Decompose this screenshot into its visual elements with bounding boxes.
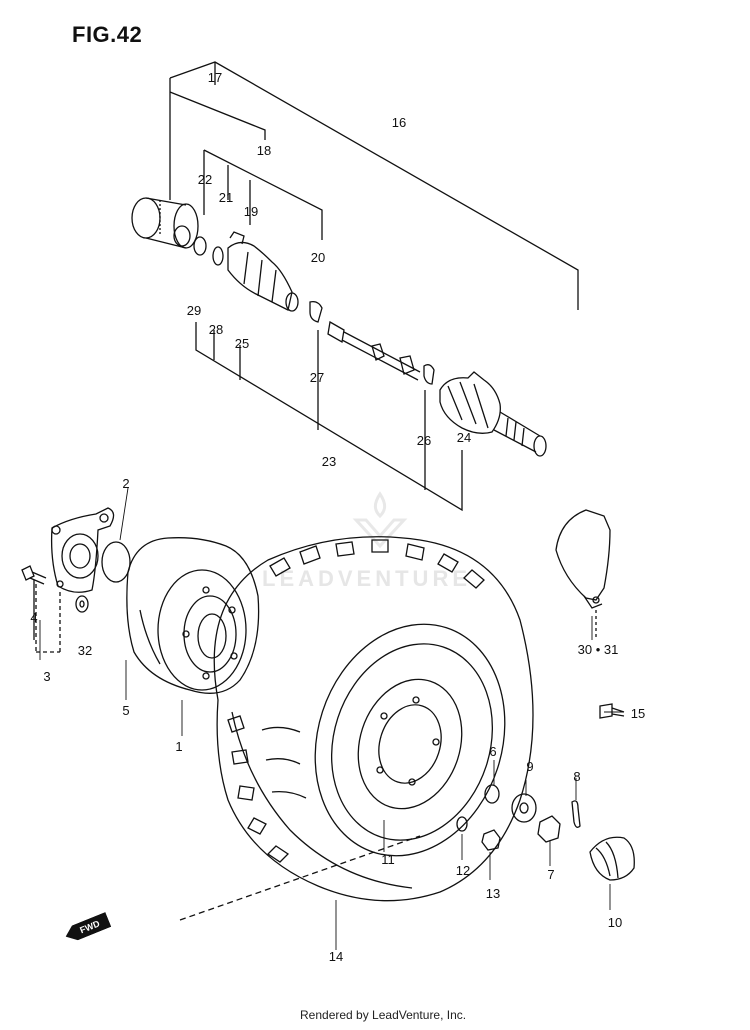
- wheel-rim: [314, 623, 506, 857]
- callout-27: 27: [309, 370, 325, 385]
- callout-30-31: 30 • 31: [577, 642, 619, 657]
- axle-shaft: [327, 320, 421, 381]
- hub-wheel-assembly: [21, 487, 635, 950]
- circlip: [212, 246, 224, 266]
- outer-cv-joint: [439, 371, 547, 457]
- callout-29: 29: [186, 303, 202, 318]
- callout-21: 21: [218, 190, 234, 205]
- callout-8: 8: [573, 769, 581, 784]
- callout-4: 4: [30, 610, 38, 625]
- callout-15: 15: [630, 706, 646, 721]
- callout-16: 16: [391, 115, 407, 130]
- callout-2: 2: [122, 476, 130, 491]
- flat-washer: [511, 793, 537, 823]
- wheel-nut: [481, 829, 501, 851]
- callout-23: 23: [321, 454, 337, 469]
- cotter-pin: [571, 800, 581, 828]
- callout-26: 26: [416, 433, 432, 448]
- callout-1: 1: [175, 739, 183, 754]
- callout-10: 10: [607, 915, 623, 930]
- callout-14: 14: [328, 949, 344, 964]
- bolt: [21, 565, 47, 585]
- callout-28: 28: [208, 322, 224, 337]
- callout-24: 24: [456, 430, 472, 445]
- callout-6: 6: [489, 744, 497, 759]
- knuckle-bracket: [50, 507, 115, 593]
- brake-drum: [126, 537, 260, 694]
- o-ring: [101, 541, 131, 583]
- callout-12: 12: [455, 863, 471, 878]
- callout-9: 9: [526, 759, 534, 774]
- guard-plate: [555, 509, 611, 609]
- callout-13: 13: [485, 886, 501, 901]
- figure-title: FIG.42: [72, 22, 143, 47]
- drive-shaft-assembly: [131, 61, 579, 512]
- spacer: [484, 784, 500, 804]
- castle-nut: [537, 815, 561, 843]
- outer-boot-clamp: [423, 364, 435, 385]
- callout-25: 25: [234, 336, 250, 351]
- leadventure-watermark-text: LEADVENTURE: [262, 566, 472, 591]
- callout-11: 11: [381, 852, 395, 867]
- callout-5: 5: [122, 703, 130, 718]
- footer-credit: Rendered by LeadVenture, Inc.: [300, 1008, 467, 1022]
- snap-ring: [193, 236, 207, 256]
- callout-19: 19: [243, 204, 259, 219]
- boot-clamp: [309, 300, 323, 323]
- hex-bolt: [599, 703, 625, 719]
- callout-20: 20: [310, 250, 326, 265]
- callout-3: 3: [43, 669, 51, 684]
- callout-17: 17: [207, 70, 223, 85]
- hub-cap: [589, 836, 635, 881]
- callout-18: 18: [256, 143, 272, 158]
- lock-washer: [456, 816, 468, 832]
- callout-22: 22: [197, 172, 213, 187]
- washer: [75, 595, 89, 613]
- inner-cv-joint: [131, 197, 199, 249]
- inner-boot: [227, 231, 299, 312]
- leadventure-watermark-logo: [352, 491, 408, 549]
- callout-7: 7: [547, 867, 555, 882]
- tire: [213, 536, 534, 902]
- callout-32: 32: [77, 643, 93, 658]
